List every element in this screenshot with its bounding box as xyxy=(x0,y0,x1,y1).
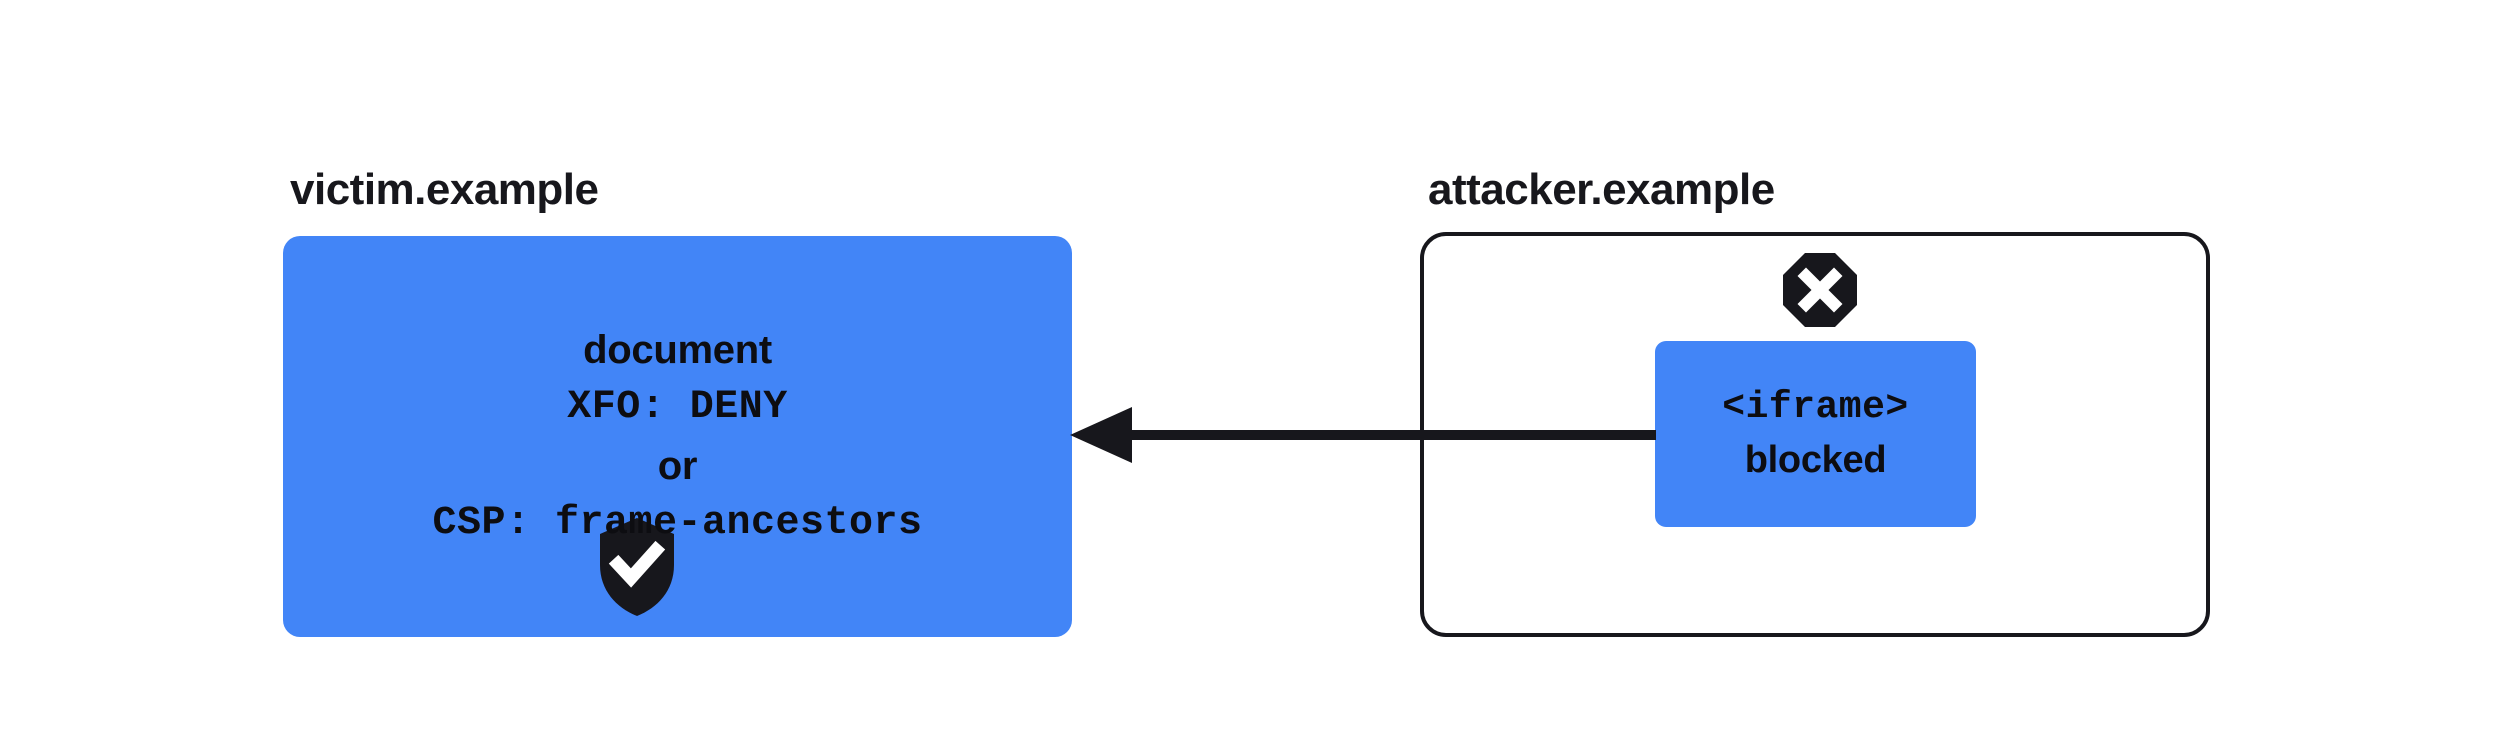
blocked-iframe-text: <iframe> blocked xyxy=(1655,382,1976,486)
x-octagon-icon xyxy=(1782,252,1858,328)
victim-line-xfo: XFO: DENY xyxy=(567,384,788,430)
shield-check-icon xyxy=(599,517,675,617)
victim-policy-text: document XFO: DENY or CSP: frame-ancesto… xyxy=(283,321,1072,553)
iframe-line-tag: <iframe> xyxy=(1722,386,1909,429)
victim-line-or: or xyxy=(657,443,698,488)
blocked-framing-arrow xyxy=(1060,398,1666,474)
attacker-origin-label: attacker.example xyxy=(1428,165,1775,214)
victim-document-box: document XFO: DENY or CSP: frame-ancesto… xyxy=(283,236,1072,637)
victim-line-document: document xyxy=(583,327,772,372)
victim-origin-label: victim.example xyxy=(290,165,599,214)
blocked-iframe-box: <iframe> blocked xyxy=(1655,341,1976,527)
iframe-line-status: blocked xyxy=(1744,439,1887,481)
victim-line-csp: CSP: frame-ancestors xyxy=(432,500,923,546)
